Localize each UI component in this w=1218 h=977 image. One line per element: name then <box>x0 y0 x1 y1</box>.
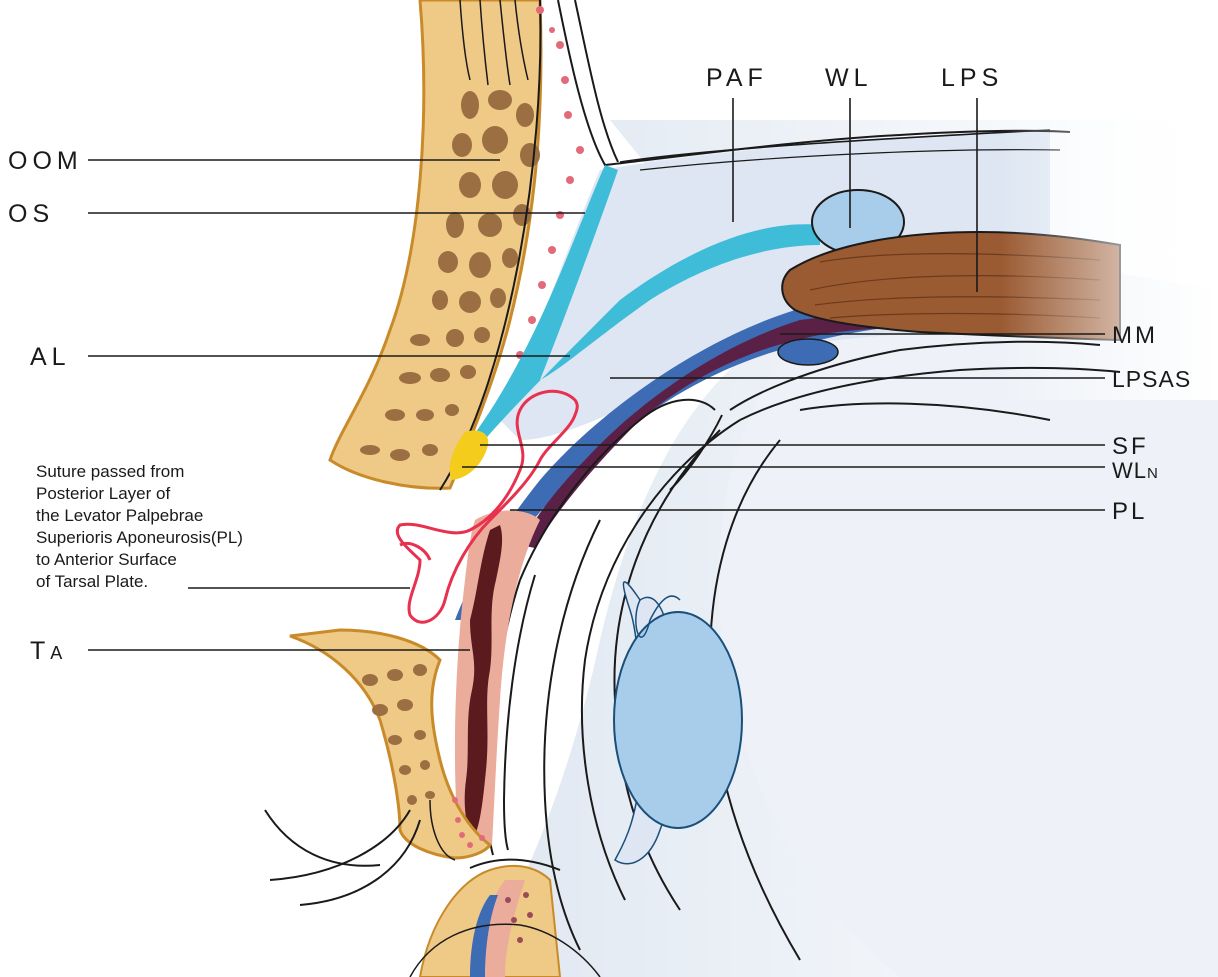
note-line-3: the Levator Palpebrae <box>36 506 203 525</box>
label-wln-small: N <box>1147 465 1158 482</box>
label-lpsas: LPSAS <box>1112 366 1191 392</box>
label-paf: PAF <box>706 64 768 92</box>
label-oom: OOM <box>8 147 83 175</box>
label-al: AL <box>30 343 71 371</box>
label-wln-main: WL <box>1112 458 1147 483</box>
note-line-4: Superioris Aponeurosis(PL) <box>36 528 243 547</box>
label-os: OS <box>8 200 54 228</box>
note-line-5: to Anterior Surface <box>36 550 177 569</box>
label-pl: PL <box>1112 498 1147 525</box>
mm-small-ellipse <box>778 339 838 365</box>
lens <box>614 612 742 828</box>
label-sf: SF <box>1112 433 1149 460</box>
tarsal-plate <box>455 511 540 846</box>
label-wl: WL <box>825 64 873 92</box>
label-lps: LPS <box>941 64 1003 92</box>
fade-right <box>1000 120 1218 400</box>
label-ta-small: A <box>50 643 64 663</box>
label-mm: MM <box>1112 322 1158 349</box>
note-line-1: Suture passed from <box>36 462 184 481</box>
note-line-6: of Tarsal Plate. <box>36 572 148 591</box>
label-ta: TA <box>30 637 64 665</box>
label-ta-main: T <box>30 637 50 665</box>
note-line-2: Posterior Layer of <box>36 484 170 503</box>
